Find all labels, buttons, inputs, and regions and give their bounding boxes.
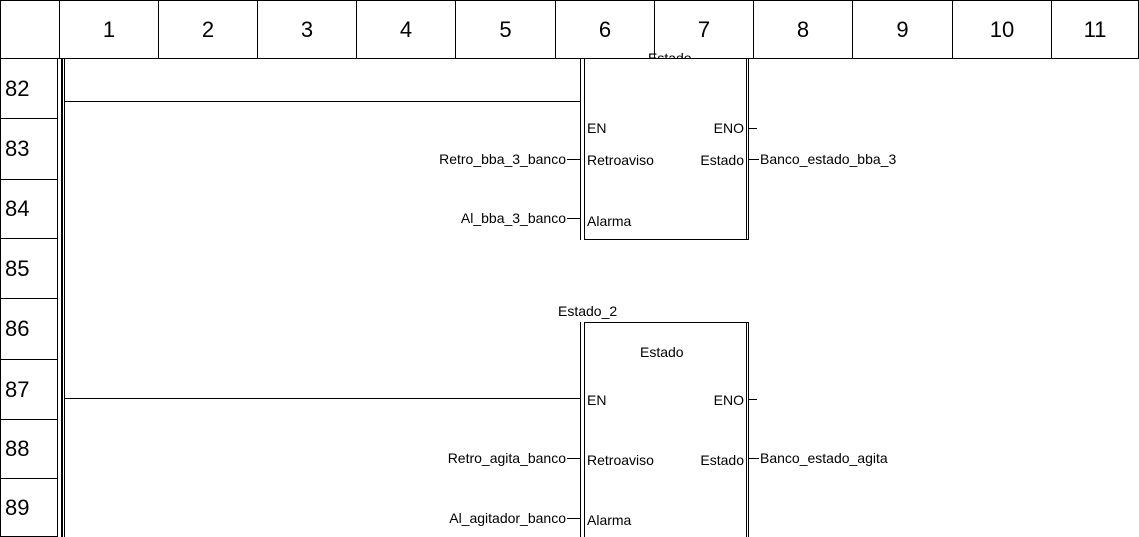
block2-in1-pin: Retroaviso	[587, 452, 654, 468]
row-header-83[interactable]: 83	[0, 119, 58, 180]
block1-in1-stub	[567, 159, 580, 160]
column-header-bar: 1 2 3 4 5 6 7 8 9 10 11	[0, 0, 1139, 61]
block2-instance-name[interactable]: Estado_2	[558, 303, 618, 319]
column-header-10[interactable]: 10	[953, 0, 1052, 59]
block2-in1-stub	[567, 458, 580, 459]
row-header-84[interactable]: 84	[0, 180, 58, 239]
column-header-1[interactable]: 1	[60, 0, 159, 59]
column-header-6[interactable]: 6	[556, 0, 655, 59]
column-header-11[interactable]: 11	[1052, 0, 1139, 59]
block1-title: Estado	[648, 50, 692, 59]
left-power-rail	[61, 59, 63, 537]
block2-out1-pin: Estado	[700, 452, 744, 468]
block1-en-stub	[565, 101, 580, 102]
block2-en-pin: EN	[587, 392, 607, 408]
column-header-7[interactable]: 7	[655, 0, 754, 59]
row-header-88[interactable]: 88	[0, 420, 58, 479]
row-header-85[interactable]: 85	[0, 239, 58, 299]
block1-in2-variable[interactable]: Al_bba_3_banco	[460, 210, 566, 226]
block2-out1-stub	[749, 458, 759, 459]
header-corner	[0, 0, 60, 59]
block1-in1-pin: Retroaviso	[587, 152, 654, 168]
block1-out1-stub	[749, 159, 759, 160]
block2-eno-pin: ENO	[713, 392, 744, 408]
block1-left-bar	[580, 59, 581, 240]
block1-right-bar	[746, 59, 747, 240]
block1-in2-stub	[567, 218, 580, 219]
block2-right-bar	[746, 322, 747, 537]
block1-in1-variable[interactable]: Retro_bba_3_banco	[439, 151, 566, 167]
row-header-82[interactable]: 82	[0, 59, 58, 119]
function-block-estado-2[interactable]	[584, 322, 749, 537]
block1-eno-stub	[749, 128, 757, 129]
column-header-3[interactable]: 3	[258, 0, 357, 59]
block1-in2-pin: Alarma	[587, 213, 632, 229]
column-header-2[interactable]: 2	[159, 0, 258, 59]
block1-en-pin: EN	[587, 120, 607, 136]
block2-type-name: Estado	[640, 344, 684, 360]
block1-out1-pin: Estado	[700, 152, 744, 168]
block1-out1-variable[interactable]: Banco_estado_bba_3	[760, 151, 897, 167]
block2-eno-stub	[749, 399, 757, 400]
column-header-4[interactable]: 4	[357, 0, 456, 59]
column-header-9[interactable]: 9	[853, 0, 953, 59]
rung-87-line	[65, 398, 580, 399]
block2-out1-variable[interactable]: Banco_estado_agita	[760, 450, 888, 466]
block2-in2-variable[interactable]: Al_agitador_banco	[449, 510, 566, 526]
row-header-87[interactable]: 87	[0, 360, 58, 420]
block2-left-bar	[580, 322, 581, 537]
function-block-estado-1[interactable]	[584, 59, 749, 240]
block2-in1-variable[interactable]: Retro_agita_banco	[447, 450, 566, 466]
row-header-86[interactable]: 86	[0, 299, 58, 360]
rung-82-line	[65, 101, 580, 102]
left-power-rail-inner	[64, 59, 65, 537]
block2-in2-pin: Alarma	[587, 512, 632, 528]
block2-in2-stub	[567, 518, 580, 519]
column-header-5[interactable]: 5	[456, 0, 556, 59]
row-header-89[interactable]: 89	[0, 479, 58, 537]
block1-eno-pin: ENO	[713, 120, 744, 136]
column-header-8[interactable]: 8	[754, 0, 853, 59]
